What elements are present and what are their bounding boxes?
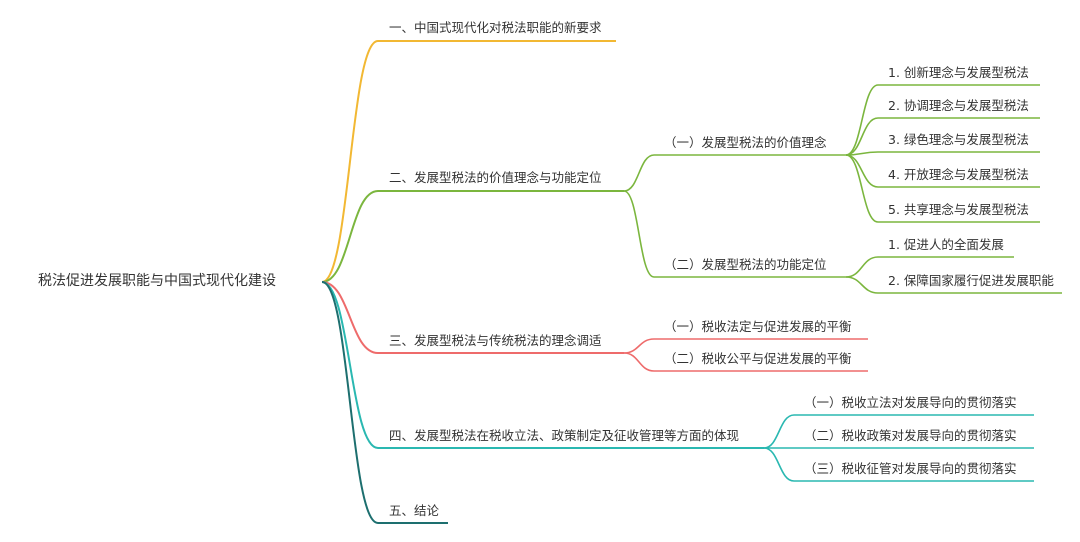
branch-1-topic[interactable]: 一、中国式现代化对税法职能的新要求 [389,20,602,35]
branch-5-topic[interactable]: 五、结论 [389,503,440,518]
branch-2-sub-2[interactable]: （二）发展型税法的功能定位 [664,257,827,272]
connector-branch-3-sub-2 [623,352,655,372]
connector-branch-2-sub-2-leaf-2 [845,276,879,294]
connector-branch-2-sub-1-leaf-1 [845,84,879,156]
connector-branch-2-sub-2 [623,190,655,278]
branch-2-sub-1-leaf-2[interactable]: 2. 协调理念与发展型税法 [888,98,1029,113]
connector-branch-2-sub-1 [623,154,655,192]
branch-3-sub-2[interactable]: （二）税收公平与促进发展的平衡 [664,351,852,366]
branch-4-topic[interactable]: 四、发展型税法在税收立法、政策制定及征收管理等方面的体现 [389,428,740,443]
connector-root-branch-1 [321,40,379,283]
branch-2-sub-2-leaf-1[interactable]: 1. 促进人的全面发展 [888,237,1004,252]
branch-3-topic[interactable]: 三、发展型税法与传统税法的理念调适 [389,333,602,348]
branch-2-topic[interactable]: 二、发展型税法的价值理念与功能定位 [389,170,602,185]
connector-branch-2-sub-2-leaf-1 [845,256,879,278]
connector-branch-2-sub-1-leaf-2 [845,117,879,156]
branch-2-sub-1[interactable]: （一）发展型税法的价值理念 [664,135,827,150]
connector-root-branch-3 [321,281,379,354]
connector-branch-3-sub-1 [623,338,655,354]
connector-branch-2-sub-1-leaf-5 [845,154,879,223]
branch-2-sub-1-leaf-3[interactable]: 3. 绿色理念与发展型税法 [888,132,1029,147]
branch-2-sub-1-leaf-4[interactable]: 4. 开放理念与发展型税法 [888,167,1029,182]
branch-4-sub-2[interactable]: （二）税收政策对发展导向的贯彻落实 [804,428,1017,443]
branch-4-sub-3[interactable]: （三）税收征管对发展导向的贯彻落实 [804,461,1017,476]
root-topic[interactable]: 税法促进发展职能与中国式现代化建设 [38,273,276,289]
branch-2-sub-2-leaf-2[interactable]: 2. 保障国家履行促进发展职能 [888,273,1054,288]
branch-3-sub-1[interactable]: （一）税收法定与促进发展的平衡 [664,319,852,334]
connector-branch-2-sub-1-leaf-4 [845,154,879,188]
connector-root-branch-4 [321,281,379,449]
connector-root-branch-2 [321,190,379,283]
connector-root-branch-5 [321,281,379,524]
branch-4-sub-1[interactable]: （一）税收立法对发展导向的贯彻落实 [804,395,1017,410]
connector-branch-4-sub-1 [763,414,795,449]
branch-2-sub-1-leaf-1[interactable]: 1. 创新理念与发展型税法 [888,65,1029,80]
branch-2-sub-1-leaf-5[interactable]: 5. 共享理念与发展型税法 [888,202,1029,217]
connector-branch-4-sub-3 [763,447,795,482]
